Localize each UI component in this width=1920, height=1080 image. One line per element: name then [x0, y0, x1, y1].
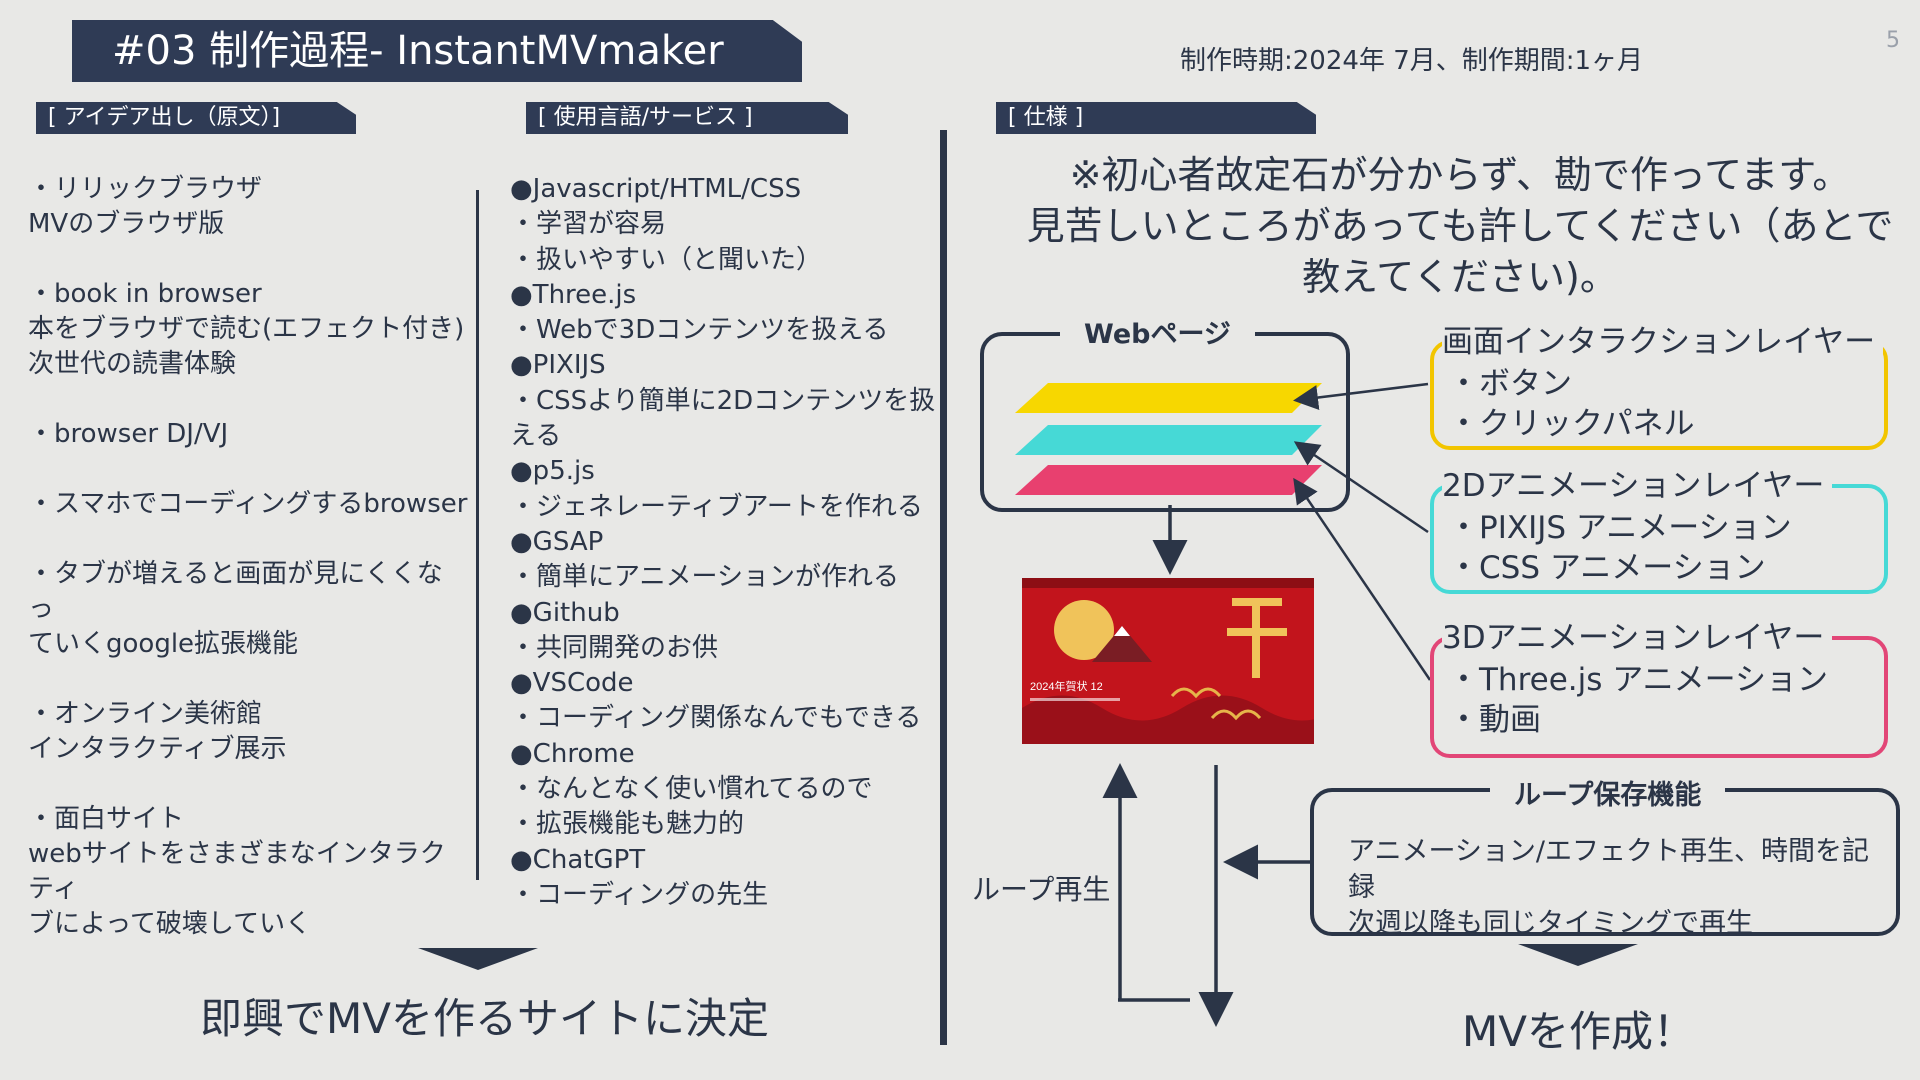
- idea-line: ブによって破壊していく: [28, 909, 312, 939]
- lang-line: ・拡張機能も魅力的: [510, 809, 745, 840]
- slide-title: #03 制作過程- InstantMVmaker: [72, 20, 802, 82]
- lang-line: ・CSSより簡単に2Dコンテンツを扱: [510, 385, 936, 416]
- lang-line: ●Chrome: [510, 738, 635, 769]
- page-number: 5: [1886, 28, 1900, 53]
- decision-arrow-icon: [418, 948, 538, 970]
- production-meta: 制作時期:2024年 7月、制作期間:1ヶ月: [1180, 46, 1644, 76]
- animation-2d-layer-box: 2Dアニメーションレイヤー ・PIXIJS アニメーション ・CSS アニメーシ…: [1430, 466, 1888, 594]
- mv-preview-illustration: 2024年賀状 12: [1022, 578, 1314, 744]
- interaction-layer-plane: [1015, 383, 1322, 413]
- interaction-layer-title: 画面インタラクションレイヤー: [1442, 322, 1884, 362]
- idea-line: ・オンライン美術館: [28, 699, 263, 729]
- lang-line: ・なんとなく使い慣れてるので: [510, 774, 873, 805]
- animation-2d-layer-connector: [1293, 441, 1429, 534]
- loop-play-label: ループ再生: [972, 873, 1111, 906]
- idea-line: ・book in browser: [28, 279, 262, 309]
- ideas-section-label: [ アイデア出し（原文）]: [36, 102, 356, 134]
- lang-line: ●PIXIJS: [510, 350, 606, 381]
- idea-item: ・browser DJ/VJ: [28, 417, 468, 452]
- thumbnail-caption: 2024年賀状 12: [1030, 679, 1103, 693]
- idea-line: インタラクティブ展示: [28, 734, 287, 764]
- languages-list: ●Javascript/HTML/CSS ・学習が容易 ・扱いやすい（と聞いた）…: [510, 172, 940, 913]
- animation-3d-layer-plane: [1015, 465, 1322, 495]
- beginner-note: ※初心者故定石が分からず、勘で作ってます。 見苦しいところがあっても許してくださ…: [1020, 150, 1900, 303]
- lang-line: ●Github: [510, 597, 620, 628]
- lang-line: ・コーディング関係なんでもできる: [510, 703, 922, 734]
- loop-line: 次週以降も同じタイミングで再生: [1348, 908, 1753, 939]
- decision-text: 即興でMVを作るサイトに決定: [200, 994, 769, 1043]
- note-line: 見苦しいところがあっても許してください（あとで: [1026, 204, 1894, 248]
- idea-line: ・スマホでコーディングするbrowser: [28, 489, 468, 519]
- lang-line: ・共同開発のお供: [510, 632, 719, 663]
- idea-item: ・面白サイト webサイトをさまざまなインタラクティ ブによって破壊していく: [28, 802, 468, 942]
- main-divider: [940, 130, 947, 1045]
- animation-2d-layer-plane: [1015, 425, 1322, 455]
- lang-line: ●VSCode: [510, 668, 634, 699]
- spec-section-label: [ 仕様 ]: [996, 102, 1316, 134]
- layer-item: ・動画: [1448, 702, 1541, 738]
- lang-line: える: [510, 421, 562, 452]
- layer-item: ・Three.js アニメーション: [1448, 662, 1829, 698]
- idea-item: ・スマホでコーディングするbrowser: [28, 487, 468, 522]
- create-mv-text: MVを作成！: [1462, 1007, 1695, 1056]
- idea-item: ・タブが増えると画面が見にくくなっ ていくgoogle拡張機能: [28, 557, 468, 662]
- layer-item: ・CSS アニメーション: [1448, 550, 1766, 586]
- lang-line: ・Webで3Dコンテンツを扱える: [510, 315, 889, 346]
- idea-line: ・面白サイト: [28, 804, 185, 834]
- layer-item: ・ボタン: [1448, 366, 1572, 402]
- interaction-layer-connector: [1293, 382, 1429, 410]
- idea-line: 次世代の読書体験: [28, 349, 237, 379]
- lang-line: ●p5.js: [510, 456, 595, 487]
- lang-line: ・扱いやすい（と聞いた）: [510, 244, 823, 275]
- idea-item: ・リリックブラウザ MVのブラウザ版: [28, 172, 468, 242]
- loop-save-label: ループ保存機能: [1490, 773, 1726, 812]
- lang-line: ・ジェネレーティブアートを作れる: [510, 491, 923, 522]
- idea-line: ・リリックブラウザ: [28, 174, 263, 204]
- lang-line: ●Javascript/HTML/CSS: [510, 174, 802, 204]
- create-arrow-icon: [1518, 944, 1638, 966]
- webpage-label: Webページ: [1060, 312, 1255, 351]
- note-line: 教えてください)。: [1302, 255, 1618, 299]
- mv-preview-image: 2024年賀状 12: [1022, 578, 1314, 744]
- loop-line: アニメーション/エフェクト再生、時間を記録: [1348, 836, 1870, 903]
- ideas-list: ・リリックブラウザ MVのブラウザ版 ・book in browser 本をブラ…: [28, 172, 468, 977]
- note-line: ※初心者故定石が分からず、勘で作ってます。: [1069, 153, 1851, 197]
- idea-line: webサイトをさまざまなインタラクティ: [28, 839, 446, 904]
- lang-line: ●GSAP: [510, 526, 604, 557]
- animation-3d-layer-box: 3Dアニメーションレイヤー ・Three.js アニメーション ・動画: [1430, 618, 1888, 758]
- idea-line: ていくgoogle拡張機能: [28, 629, 299, 659]
- idea-line: ・browser DJ/VJ: [28, 419, 229, 449]
- idea-line: ・タブが増えると画面が見にくくなっ: [28, 559, 443, 624]
- lang-line: ●ChatGPT: [510, 844, 646, 875]
- animation-2d-layer-title: 2Dアニメーションレイヤー: [1442, 466, 1833, 506]
- idea-item: ・オンライン美術館 インタラクティブ展示: [28, 697, 468, 767]
- lang-line: ●Three.js: [510, 279, 637, 310]
- layer-item: ・クリックパネル: [1448, 406, 1695, 442]
- lang-line: ・学習が容易: [510, 209, 667, 240]
- idea-item: ・book in browser 本をブラウザで読む(エフェクト付き) 次世代の…: [28, 277, 468, 382]
- languages-section-label: [ 使用言語/サービス ]: [526, 102, 848, 134]
- lang-line: ・コーディングの先生: [510, 879, 769, 910]
- idea-line: 本をブラウザで読む(エフェクト付き): [28, 314, 465, 344]
- lang-line: ・簡単にアニメーションが作れる: [510, 562, 899, 593]
- interaction-layer-box: 画面インタラクションレイヤー ・ボタン ・クリックパネル: [1430, 322, 1888, 450]
- layer-item: ・PIXIJS アニメーション: [1448, 510, 1792, 546]
- idea-line: MVのブラウザ版: [28, 209, 225, 239]
- column-divider: [476, 190, 479, 880]
- animation-3d-layer-title: 3Dアニメーションレイヤー: [1442, 618, 1833, 658]
- animation-3d-layer-connector: [1293, 477, 1432, 681]
